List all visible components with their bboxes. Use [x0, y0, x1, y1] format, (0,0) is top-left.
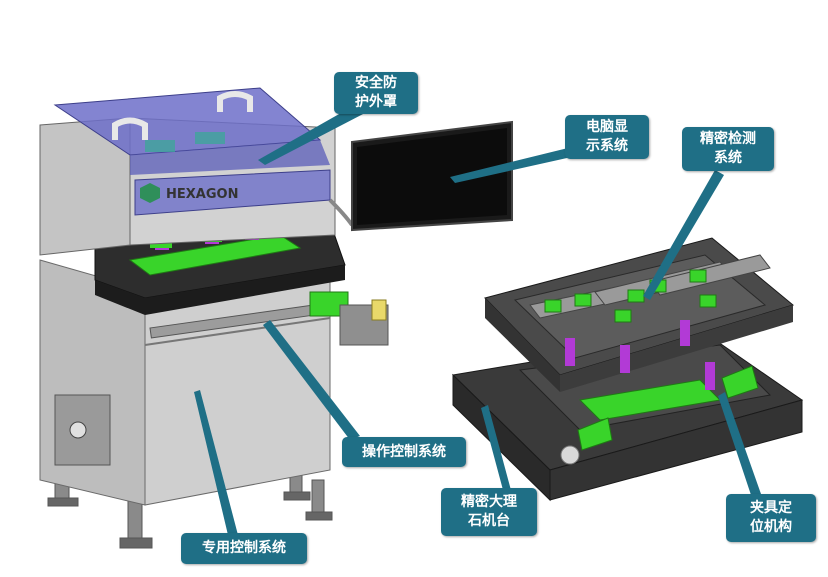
- leader-fixture-positioning: [718, 392, 761, 498]
- machine-legs: [47, 454, 333, 549]
- leader-granite-base: [481, 405, 512, 494]
- hexagon-logo: HEXAGON: [140, 183, 238, 203]
- precision-fixture-assembly: [451, 237, 804, 502]
- callout-computer-display: 电脑显 示系统: [565, 115, 649, 159]
- cmm-machine: HEXAGON: [39, 87, 389, 549]
- cover-handle-right: [217, 91, 253, 112]
- leader-operation-control: [263, 320, 360, 440]
- logo-text: HEXAGON: [166, 187, 238, 202]
- leader-dedicated-control: [194, 390, 238, 535]
- inspection-sensors: [529, 254, 771, 390]
- monitor: [351, 120, 513, 232]
- leader-precision-inspection: [643, 170, 724, 300]
- callout-safety-cover: 安全防 护外罩: [334, 72, 418, 114]
- leader-computer-display: [450, 148, 576, 183]
- operation-control-box: [309, 291, 389, 346]
- callout-precision-inspection: 精密检测 系统: [682, 127, 774, 171]
- cover-handle-left: [112, 117, 148, 140]
- leader-safety-cover: [258, 105, 365, 165]
- callout-operation-control: 操作控制系统: [342, 437, 466, 467]
- callout-fixture-positioning: 夹具定 位机构: [726, 494, 816, 542]
- callout-dedicated-control: 专用控制系统: [181, 533, 307, 564]
- callout-granite-base: 精密大理 石机台: [441, 488, 537, 536]
- leader-lines: [194, 105, 761, 535]
